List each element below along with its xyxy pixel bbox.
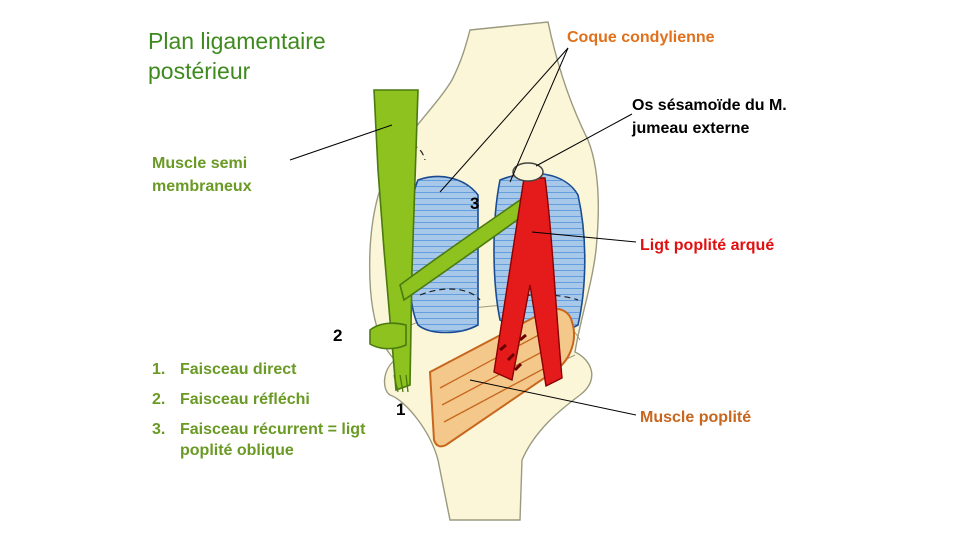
label-ligt-poplite-arque: Ligt poplité arqué [640, 237, 775, 254]
label-os-sesamoide: Os sésamoïde du M. jumeau externe [632, 97, 787, 137]
label-semi-membraneux: Muscle semi membraneux [152, 155, 252, 195]
legend-item: 1. Faisceau direct [152, 361, 297, 378]
legend-item: 3. Faisceau récurrent = ligt poplité obl… [152, 421, 366, 459]
number-1: 1 [396, 400, 406, 419]
diagram-title: Plan ligamentaire postérieur [148, 26, 326, 86]
semi-membraneux-shape [373, 89, 419, 392]
number-3: 3 [470, 194, 480, 213]
leader-sesamoide [535, 113, 633, 167]
leader-coque-2 [509, 47, 569, 183]
title-line-1: Plan ligamentaire [148, 28, 326, 54]
ligt-poplite-arque-shape [493, 177, 563, 388]
title-line-2: postérieur [148, 58, 251, 84]
leader-semi-membraneux [289, 124, 393, 161]
label-coque-condylienne: Coque condylienne [567, 29, 715, 46]
leader-poplite-arque [531, 231, 637, 243]
leader-coque-1 [439, 47, 569, 193]
leader-muscle-poplite [469, 379, 637, 416]
legend-list: 1. Faisceau direct 2. Faisceau réfléchi … [152, 359, 370, 470]
legend-item: 2. Faisceau réfléchi [152, 391, 310, 408]
number-2: 2 [333, 326, 343, 345]
os-sesamoide-shape [512, 162, 544, 182]
label-muscle-poplite: Muscle poplité [640, 409, 752, 426]
muscle-poplite-shape [428, 307, 575, 448]
